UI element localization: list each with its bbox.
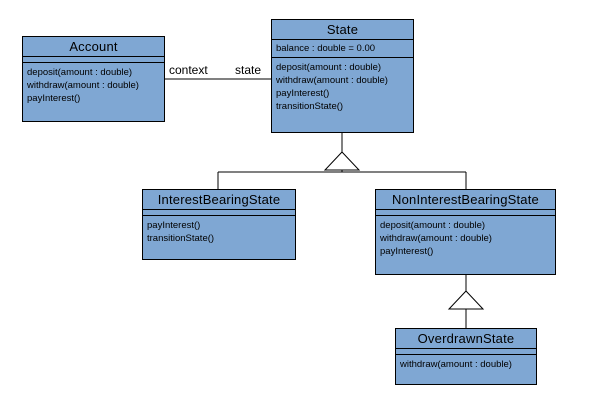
operation-line: deposit(amount : double) <box>27 67 133 78</box>
class-name: InterestBearingState <box>143 190 295 210</box>
operations-section: deposit(amount : double) withdraw(amount … <box>272 58 413 115</box>
operation-line: deposit(amount : double) <box>380 220 486 231</box>
operation-line: payInterest() <box>147 220 201 231</box>
operation-line: withdraw(amount : double) <box>276 75 388 86</box>
generalization-triangle-noninterest <box>447 290 485 310</box>
association-role-state: state <box>235 63 262 77</box>
operation-line: payInterest() <box>27 93 81 104</box>
attributes-section <box>143 210 295 216</box>
class-state[interactable]: State balance : double = 0.00 deposit(am… <box>271 19 414 133</box>
operation-line: withdraw(amount : double) <box>380 233 492 244</box>
attributes-section <box>396 349 536 355</box>
operations-section: payInterest() transitionState() <box>143 216 295 247</box>
class-interest-bearing-state[interactable]: InterestBearingState payInterest() transi… <box>142 189 296 260</box>
operation-line: transitionState() <box>276 101 344 112</box>
class-name: State <box>272 20 413 40</box>
class-overdrawn-state[interactable]: OverdrawnState withdraw(amount : double) <box>395 328 537 385</box>
operation-line: withdraw(amount : double) <box>27 80 139 91</box>
operation-line: withdraw(amount : double) <box>400 359 512 370</box>
class-name: Account <box>23 37 164 57</box>
attribute-line: balance : double = 0.00 <box>276 43 376 54</box>
generalization-triangle-state <box>323 151 361 171</box>
operation-line: deposit(amount : double) <box>276 62 382 73</box>
association-role-context: context <box>169 63 208 77</box>
operations-section: deposit(amount : double) withdraw(amount … <box>376 216 555 260</box>
class-account[interactable]: Account deposit(amount : double) withdraw… <box>22 36 165 122</box>
operations-section: withdraw(amount : double) <box>396 355 536 373</box>
class-non-interest-bearing-state[interactable]: NonInterestBearingState deposit(amount :… <box>375 189 556 275</box>
attributes-section <box>376 210 555 216</box>
operation-line: payInterest() <box>276 88 330 99</box>
operations-section: deposit(amount : double) withdraw(amount … <box>23 63 164 107</box>
class-name: NonInterestBearingState <box>376 190 555 210</box>
class-name: OverdrawnState <box>396 329 536 349</box>
attributes-section <box>23 57 164 63</box>
operation-line: transitionState() <box>147 233 215 244</box>
operation-line: payInterest() <box>380 246 434 257</box>
attributes-section: balance : double = 0.00 <box>272 40 413 58</box>
